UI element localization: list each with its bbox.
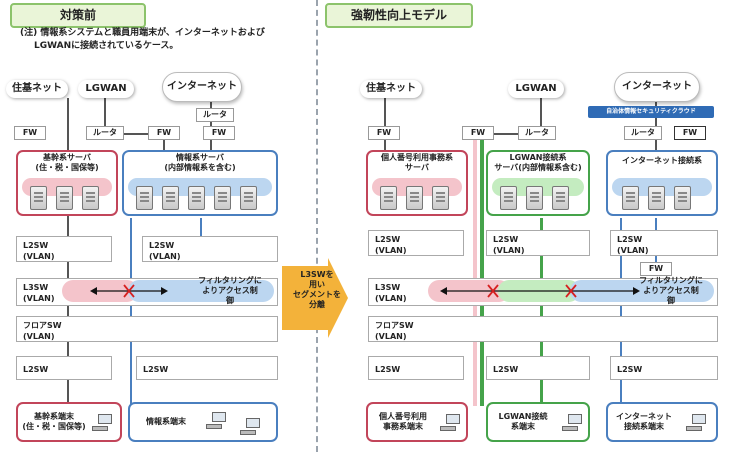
right-kojin-server-label: 個人番号利用事務系 サーバ (381, 153, 453, 172)
right-router-lgwan: ルータ (518, 126, 556, 140)
line-left-lgwan (104, 98, 106, 128)
left-joho-server-label: 情報系サーバ (内部情報系を含む) (164, 153, 236, 172)
left-l3-blue-pill (128, 280, 274, 302)
pc-icon (440, 414, 464, 432)
note-line-1: (注) 情報系システムと職員用端末が、インターネットおよび (20, 28, 265, 38)
line-right-lgwan (540, 98, 542, 126)
right-inet-terminal-label: インターネット 接続系端末 (616, 412, 672, 431)
left-fw-2: FW (148, 126, 180, 140)
left-lgwan: LGWAN (78, 80, 134, 98)
line-left-fw2 (163, 138, 165, 152)
server-icon (188, 186, 205, 210)
segment-arrow (282, 258, 348, 338)
server-icon (432, 186, 449, 210)
right-fw-2: FW (462, 126, 494, 140)
left-blocked-arrow (90, 284, 168, 298)
right-l2sw-vlan-3: L2SW (VLAN) (610, 230, 718, 256)
right-kojin-terminal-label: 個人番号利用 事務系端末 (379, 412, 427, 431)
right-lgwan: LGWAN (508, 80, 564, 98)
line-right-green (480, 138, 484, 406)
after-title: 強靭性向上モデル (325, 3, 473, 28)
pc-icon (92, 414, 116, 432)
left-filter-label: フィルタリングに よりアクセス制 御 (198, 276, 262, 305)
right-internet-cloud: インターネット (614, 72, 700, 102)
pc-icon (686, 414, 710, 432)
section-divider (316, 0, 318, 452)
pc-icon (562, 414, 586, 432)
left-floor-sw: フロアSW (VLAN) (16, 316, 278, 342)
right-blocked-arrow (440, 284, 640, 298)
right-l2sw-1: L2SW (368, 356, 464, 380)
security-cloud-badge: 自治体情報セキュリティクラウド (588, 106, 714, 118)
server-icon (56, 186, 73, 210)
left-l2sw-vlan-2: L2SW (VLAN) (142, 236, 278, 262)
segment-arrow-label: L3SWを 用い セグメントを 分離 (293, 270, 341, 309)
pc-icon (206, 412, 230, 430)
server-icon (552, 186, 569, 210)
server-icon (82, 186, 99, 210)
left-joho-terminal-label: 情報系端末 (146, 417, 186, 426)
left-l2sw-vlan-1: L2SW (VLAN) (16, 236, 112, 262)
right-l3-blue-pill (570, 280, 714, 302)
right-fw-1: FW (368, 126, 400, 140)
line-left-blue (130, 218, 132, 406)
server-icon (214, 186, 231, 210)
pc-icon (240, 418, 264, 436)
left-router-lgwan: ルータ (86, 126, 124, 140)
before-title: 対策前 (10, 3, 146, 28)
left-router-inet: ルータ (196, 108, 234, 122)
left-internet-label: インターネット (167, 81, 237, 92)
line-right-green-2 (540, 218, 543, 406)
note-line-2: LGWANに接続されているケース。 (34, 41, 179, 51)
server-icon (622, 186, 639, 210)
left-kikan-server-label: 基幹系サーバ (住・税・国保等) (35, 153, 99, 172)
right-floor-sw: フロアSW (VLAN) (368, 316, 718, 342)
right-l2sw-vlan-1: L2SW (VLAN) (368, 230, 464, 256)
server-icon (674, 186, 691, 210)
line-right-router-fw (480, 133, 540, 135)
left-l2sw-2: L2SW (136, 356, 278, 380)
line-right-blue (620, 218, 622, 406)
right-internet-label: インターネット (622, 81, 692, 92)
right-lgwan-server-label: LGWAN接続系 サーバ(内部情報系含む) (494, 153, 582, 172)
right-l2sw-2: L2SW (486, 356, 590, 380)
left-jyuki-net: 住基ネット (6, 80, 68, 98)
right-lgwan-terminal-label: LGWAN接続 系端末 (498, 412, 548, 431)
server-icon (380, 186, 397, 210)
left-l2sw-1: L2SW (16, 356, 112, 380)
left-kikan-terminal-label: 基幹系端末 (住・税・国保等) (22, 412, 86, 431)
server-icon (240, 186, 257, 210)
server-icon (648, 186, 665, 210)
right-filter-label: フィルタリングに よりアクセス制 御 (639, 276, 703, 305)
right-inet-server-label: インターネット接続系 (622, 156, 702, 165)
right-l2sw-3: L2SW (610, 356, 718, 380)
right-router-inet: ルータ (624, 126, 662, 140)
server-icon (500, 186, 517, 210)
right-fw-4: FW (640, 262, 672, 276)
server-icon (136, 186, 153, 210)
left-internet-cloud: インターネット (162, 72, 242, 102)
right-fw-3: FW (674, 126, 706, 140)
line-left-inet (210, 98, 212, 153)
right-l2sw-vlan-2: L2SW (VLAN) (486, 230, 590, 256)
server-icon (406, 186, 423, 210)
server-icon (162, 186, 179, 210)
line-left-router-fw (104, 133, 164, 135)
left-fw-1: FW (14, 126, 46, 140)
right-jyuki-net: 住基ネット (360, 80, 422, 98)
server-icon (30, 186, 47, 210)
left-joho-terminal-zone (128, 402, 278, 442)
server-icon (526, 186, 543, 210)
line-right-red (473, 138, 477, 406)
left-fw-3: FW (203, 126, 235, 140)
